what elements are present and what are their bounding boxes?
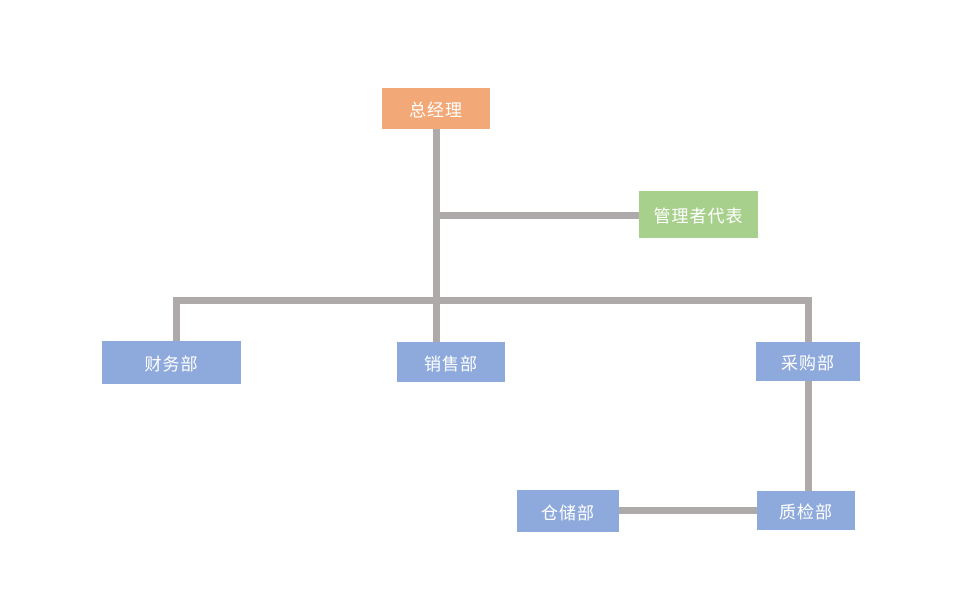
- node-finance-dept[interactable]: 财务部: [102, 341, 241, 384]
- connector-warehouse-to-qc-horizontal: [619, 507, 759, 514]
- connector-level2-horizontal: [173, 297, 812, 304]
- node-purchasing-dept[interactable]: 采购部: [756, 342, 860, 381]
- connector-gm-to-sales-vertical: [433, 128, 440, 343]
- connector-gm-to-rep-horizontal: [437, 212, 639, 219]
- node-management-representative[interactable]: 管理者代表: [639, 191, 758, 238]
- node-warehouse-dept[interactable]: 仓储部: [517, 490, 619, 532]
- node-quality-inspection-dept[interactable]: 质检部: [757, 491, 855, 530]
- connector-to-finance-vertical: [173, 297, 180, 342]
- node-sales-dept[interactable]: 销售部: [397, 342, 505, 382]
- node-general-manager[interactable]: 总经理: [382, 88, 490, 129]
- connector-purchase-to-qc-vertical: [805, 297, 812, 492]
